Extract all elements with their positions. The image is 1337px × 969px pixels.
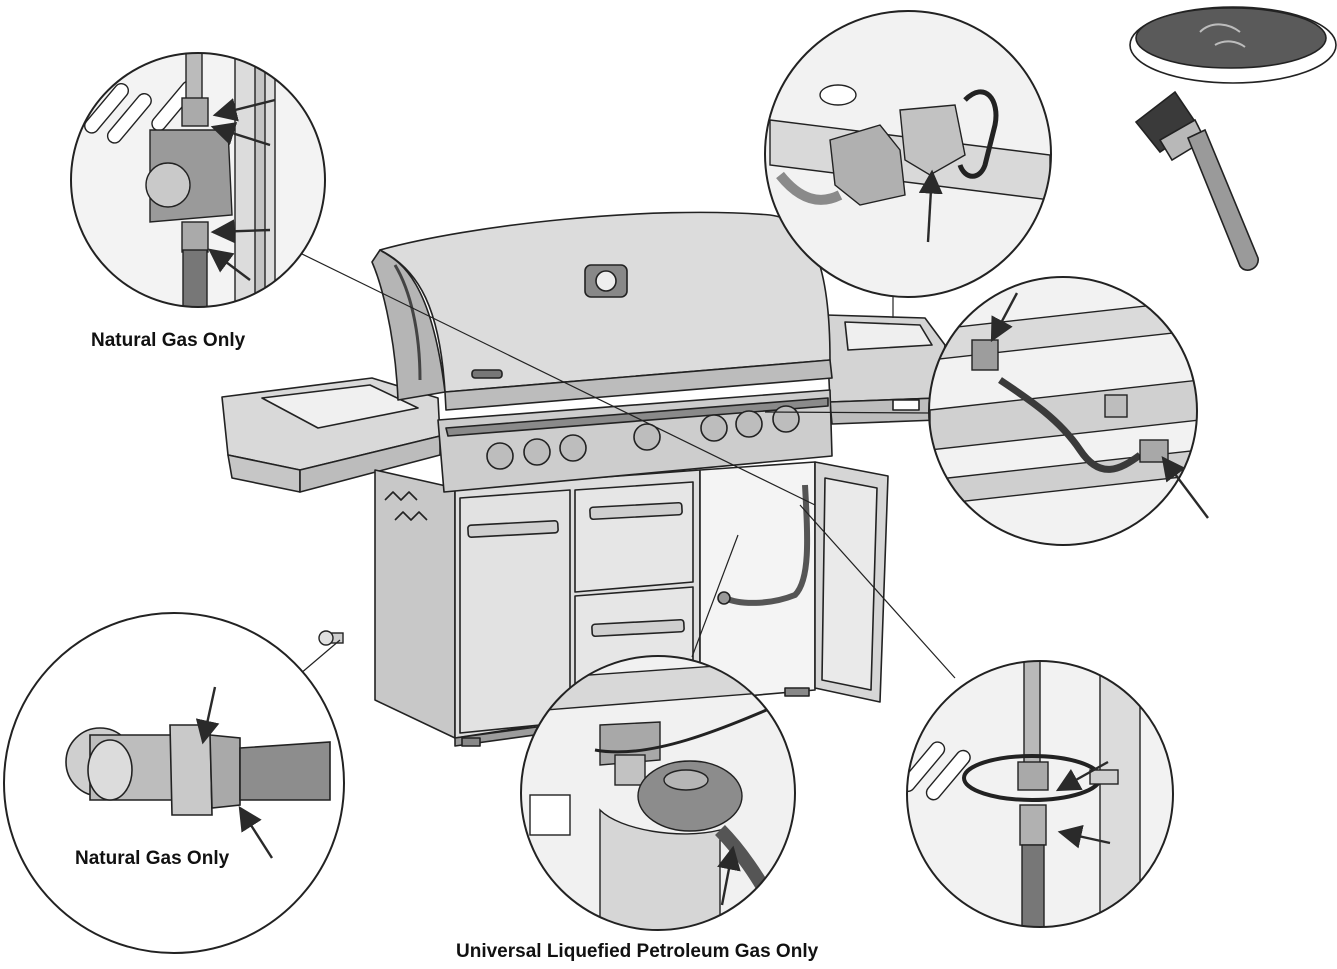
leak-arrows-top-left [208,98,276,281]
detail-natural-gas-regulator [71,53,325,307]
detail-circle-border [928,276,1198,546]
detail-circle-border [764,10,1052,298]
rear-gas-inlet [318,630,344,646]
detail-cabinet-valve [907,661,1173,927]
grill [221,211,946,747]
leak-arrows-right [990,292,1209,519]
detail-natural-gas-inlet [4,613,344,953]
natural-gas-caption-top: Natural Gas Only [91,330,246,351]
detail-circle-border [906,660,1174,928]
paint-brush-icon [1134,90,1259,271]
universal-lp-caption: Universal Liquefied Petroleum Gas Only [456,941,819,962]
detail-circle-border [520,655,796,931]
detail-lp-tank-valve [521,656,795,930]
detail-side-burner-fitting [765,11,1051,297]
leader-lines [299,252,956,679]
leak-arrow-top-right [918,169,943,243]
leak-arrows-bottom-left [195,686,274,859]
upper-drawer [574,481,694,593]
detail-circle-border [3,612,345,954]
soap-dish-icon [1129,6,1337,84]
detail-manifold-hose [929,277,1197,545]
detail-circle-border [70,52,326,308]
leak-arrows-bottom-middle [717,845,741,906]
leak-arrows-bottom-right [1055,760,1111,849]
interior-gas-hose [723,484,811,606]
cart-body [374,469,456,739]
natural-gas-caption-bottom: Natural Gas Only [75,848,230,869]
